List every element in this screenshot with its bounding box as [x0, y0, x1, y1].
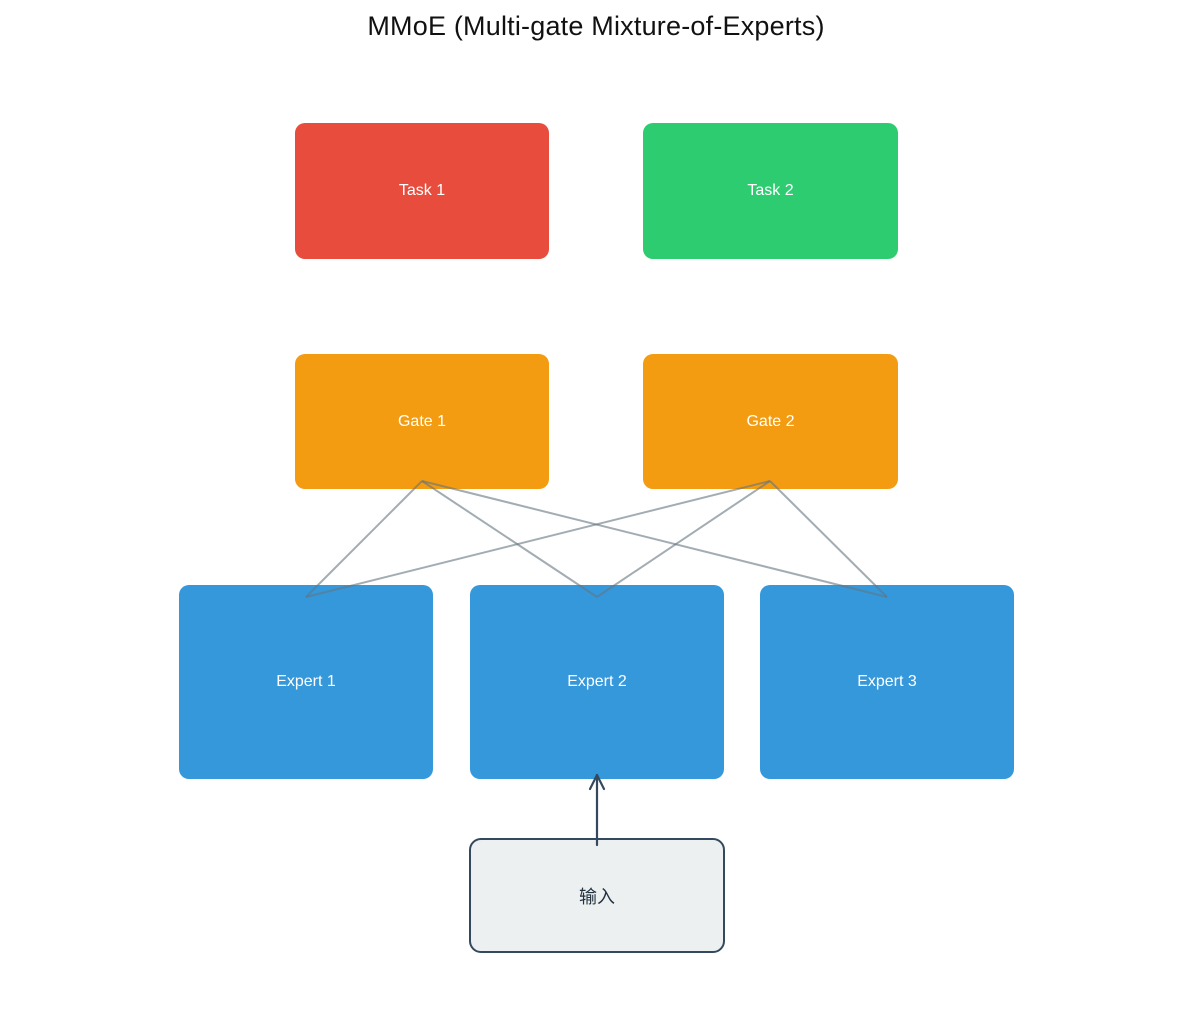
- edge-gate2-expert2: [596, 480, 771, 598]
- node-input: 输入: [469, 838, 725, 953]
- edge-gate1-expert1: [305, 480, 423, 598]
- node-task-2: Task 2: [643, 123, 898, 259]
- node-input-label: 输入: [579, 886, 615, 907]
- node-task-1: Task 1: [295, 123, 549, 259]
- node-expert-2-label: Expert 2: [567, 673, 627, 690]
- node-task-1-label: Task 1: [398, 182, 446, 199]
- node-expert-3-label: Expert 3: [857, 673, 917, 690]
- node-expert-1-label: Expert 1: [276, 673, 336, 690]
- edge-gate2-expert1: [305, 480, 771, 598]
- node-gate-1-label: Gate 1: [397, 412, 447, 430]
- node-expert-3: Expert 3: [760, 585, 1014, 779]
- node-expert-2: Expert 2: [470, 585, 724, 779]
- node-gate-1: Gate 1: [295, 354, 549, 489]
- edge-gate2-expert3: [769, 480, 888, 598]
- diagram-title: MMoE (Multi-gate Mixture-of-Experts): [367, 11, 825, 41]
- node-gate-2: Gate 2: [643, 354, 898, 489]
- node-expert-1: Expert 1: [179, 585, 433, 779]
- node-task-2-label: Task 2: [747, 182, 794, 199]
- edge-gate1-expert3: [421, 480, 888, 598]
- edge-gate1-expert2: [421, 480, 598, 598]
- node-gate-2-label: Gate 2: [746, 412, 795, 430]
